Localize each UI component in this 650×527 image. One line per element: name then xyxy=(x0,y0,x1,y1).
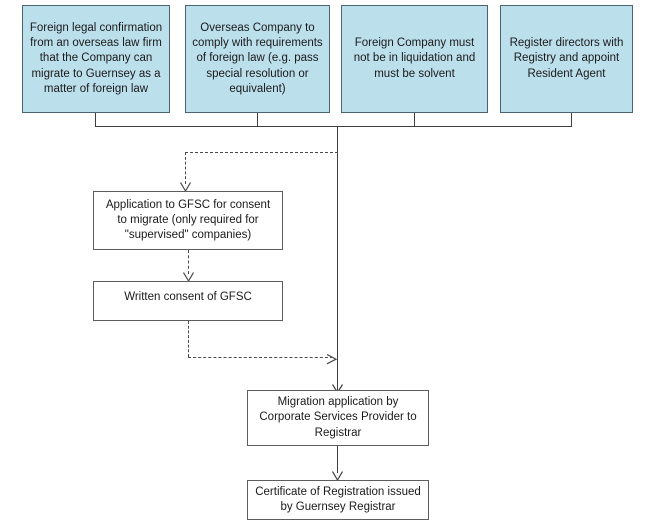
connector-stub-condition-3 xyxy=(414,113,415,126)
process-box-gfsc-written-consent[interactable]: Written consent of GFSC xyxy=(93,281,283,321)
connector-branch-vertical-to-gfsc xyxy=(185,152,186,184)
connector-stub-condition-1 xyxy=(95,113,96,126)
condition-box-foreign-legal-confirmation[interactable]: Foreign legal confirmation from an overs… xyxy=(22,5,170,113)
connector-conditions-join-bar xyxy=(95,126,572,127)
connector-stub-condition-4 xyxy=(571,113,572,126)
condition-box-register-directors[interactable]: Register directors with Registry and app… xyxy=(500,5,633,113)
connector-trunk-to-migration xyxy=(337,126,338,390)
connector-consent-drop xyxy=(188,321,189,357)
connector-branch-horizontal-to-gfsc xyxy=(185,152,338,153)
process-box-certificate-of-registration[interactable]: Certificate of Registration issued by Gu… xyxy=(247,480,429,520)
connector-stub-condition-2 xyxy=(257,113,258,126)
connector-migration-to-certificate xyxy=(337,446,338,473)
connector-consent-to-trunk xyxy=(188,357,333,358)
condition-box-comply-foreign-law[interactable]: Overseas Company to comply with requirem… xyxy=(185,5,330,113)
condition-box-not-in-liquidation[interactable]: Foreign Company must not be in liquidati… xyxy=(341,5,488,113)
process-box-migration-application[interactable]: Migration application by Corporate Servi… xyxy=(247,390,429,446)
connector-gfsc-application-to-consent xyxy=(188,250,189,274)
arrowhead-consent-into-trunk xyxy=(326,352,338,370)
process-box-gfsc-application[interactable]: Application to GFSC for consent to migra… xyxy=(93,191,283,250)
